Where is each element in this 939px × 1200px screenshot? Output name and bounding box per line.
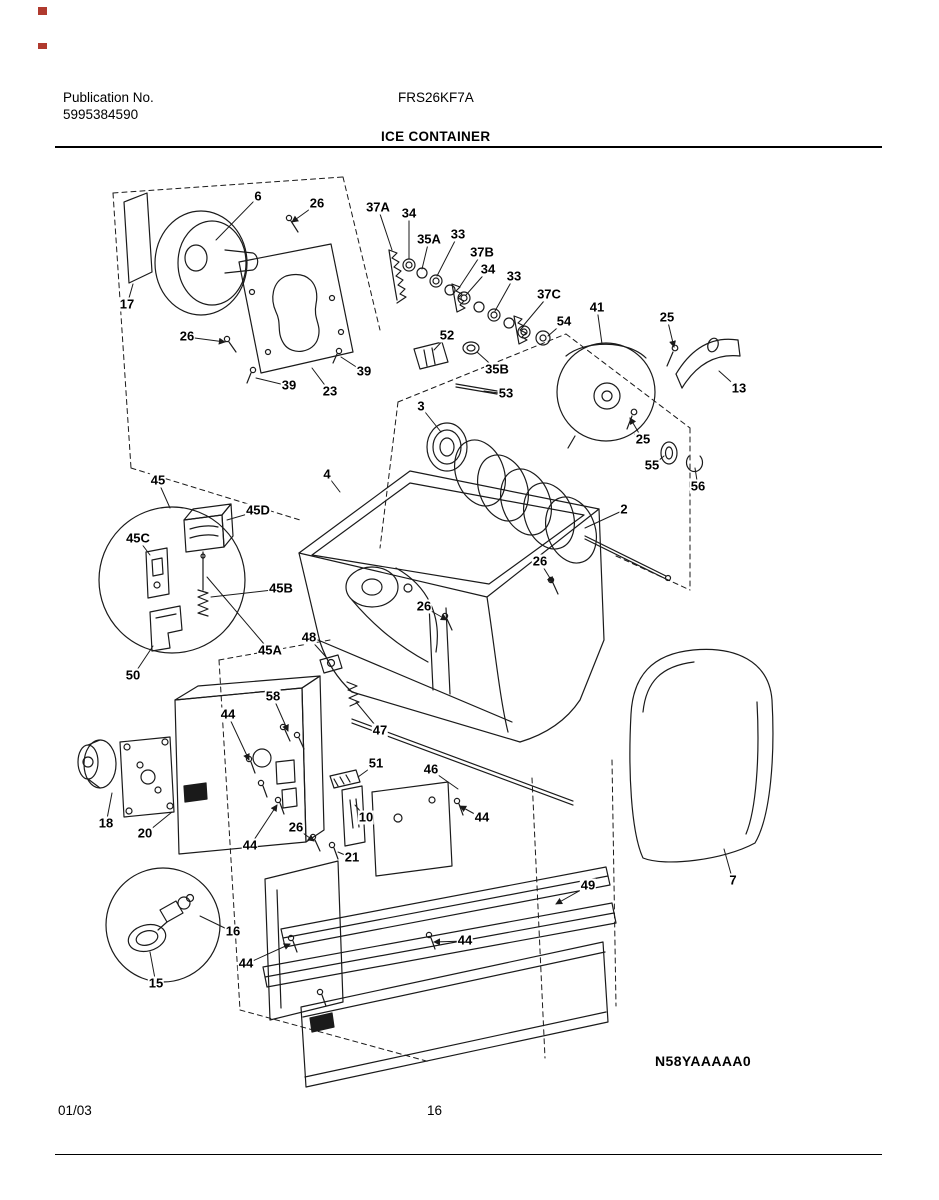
callout-45C: 45C [125, 530, 151, 546]
callout-37A: 37A [365, 199, 391, 215]
scan-artifact [38, 43, 47, 49]
part-13-bracket [675, 337, 741, 389]
callout-34: 34 [400, 205, 418, 221]
parts-washer-stack-row [388, 249, 551, 346]
part-20-housing [174, 675, 325, 855]
section-title: ICE CONTAINER [381, 129, 491, 144]
callout-39: 39 [355, 363, 373, 379]
footer-rule [55, 1154, 882, 1155]
callout-45B: 45B [268, 580, 294, 596]
callout-56: 56 [689, 478, 707, 494]
part-52-block [413, 341, 449, 370]
leader-line [206, 576, 271, 652]
part-53-rod [455, 383, 498, 395]
scan-artifact [38, 7, 47, 15]
leader-line [584, 509, 625, 529]
part-3-bearing [426, 422, 468, 472]
callout-44: 44 [219, 706, 237, 722]
detail-circle-15-water-valve [105, 867, 221, 983]
callout-25: 25 [658, 309, 676, 325]
header-rule [55, 146, 882, 148]
callout-44: 44 [473, 809, 491, 825]
callout-13: 13 [730, 380, 748, 396]
part-2-auger-spring [454, 439, 672, 582]
leader-line [215, 196, 259, 241]
callout-47: 47 [371, 722, 389, 738]
part-56-clip [685, 455, 704, 473]
callout-35B: 35B [484, 361, 510, 377]
callout-26: 26 [415, 598, 433, 614]
publication-label: Publication No. [63, 90, 154, 105]
callout-55: 55 [643, 457, 661, 473]
leader-line [436, 234, 459, 277]
callout-48: 48 [300, 629, 318, 645]
callout-58: 58 [264, 688, 282, 704]
part-55-washer [660, 441, 678, 465]
callout-39: 39 [280, 377, 298, 393]
callout-3: 3 [416, 398, 426, 414]
callout-15: 15 [147, 975, 165, 991]
callout-33: 33 [505, 268, 523, 284]
callout-2: 2 [619, 501, 629, 517]
leader-line [227, 714, 250, 761]
callout-45D: 45D [245, 502, 271, 518]
part-47-spring [346, 681, 360, 707]
callout-17: 17 [118, 296, 136, 312]
part-46-rod [351, 718, 574, 806]
part-17-panel [123, 192, 153, 284]
callout-49: 49 [579, 877, 597, 893]
callout-33: 33 [449, 226, 467, 242]
callout-26: 26 [287, 819, 305, 835]
part-18-motor [77, 736, 175, 818]
detail-circle-45-solenoid [98, 503, 246, 654]
part-23-mounting-plate [238, 243, 354, 374]
callout-20: 20 [136, 825, 154, 841]
callout-54: 54 [555, 313, 573, 329]
leader-line [377, 207, 393, 251]
callout-41: 41 [588, 299, 606, 315]
part-48-bracket [319, 654, 343, 674]
callout-53: 53 [497, 385, 515, 401]
callout-35A: 35A [416, 231, 442, 247]
callout-7: 7 [728, 872, 738, 888]
callout-6: 6 [253, 188, 263, 204]
footer-page-number: 16 [427, 1103, 443, 1118]
model-number: FRS26KF7A [398, 90, 474, 105]
part-35b-bushing [462, 341, 480, 355]
publication-number: 5995384590 [63, 107, 139, 122]
callout-46: 46 [422, 761, 440, 777]
callout-45A: 45A [257, 642, 283, 658]
callout-37C: 37C [536, 286, 562, 302]
callout-10: 10 [357, 809, 375, 825]
callout-4: 4 [322, 466, 332, 482]
callout-26: 26 [531, 553, 549, 569]
callout-16: 16 [224, 923, 242, 939]
part-chute-plate [371, 781, 453, 877]
callout-51: 51 [367, 755, 385, 771]
callout-50: 50 [124, 667, 142, 683]
part-6-auger-motor [154, 210, 259, 316]
callout-21: 21 [343, 849, 361, 865]
callout-25: 25 [634, 431, 652, 447]
callout-26: 26 [178, 328, 196, 344]
callout-23: 23 [321, 383, 339, 399]
callout-52: 52 [438, 327, 456, 343]
callout-37B: 37B [469, 244, 495, 260]
callout-44: 44 [237, 955, 255, 971]
callout-44: 44 [241, 837, 259, 853]
callout-45: 45 [149, 472, 167, 488]
part-7-front-cover [629, 648, 774, 863]
callout-18: 18 [97, 815, 115, 831]
callout-34: 34 [479, 261, 497, 277]
diagram-code: N58YAAAAA0 [655, 1053, 752, 1069]
callout-26: 26 [308, 195, 326, 211]
footer-date: 01/03 [58, 1103, 92, 1118]
part-51-bracket [329, 769, 361, 789]
callout-44: 44 [456, 932, 474, 948]
